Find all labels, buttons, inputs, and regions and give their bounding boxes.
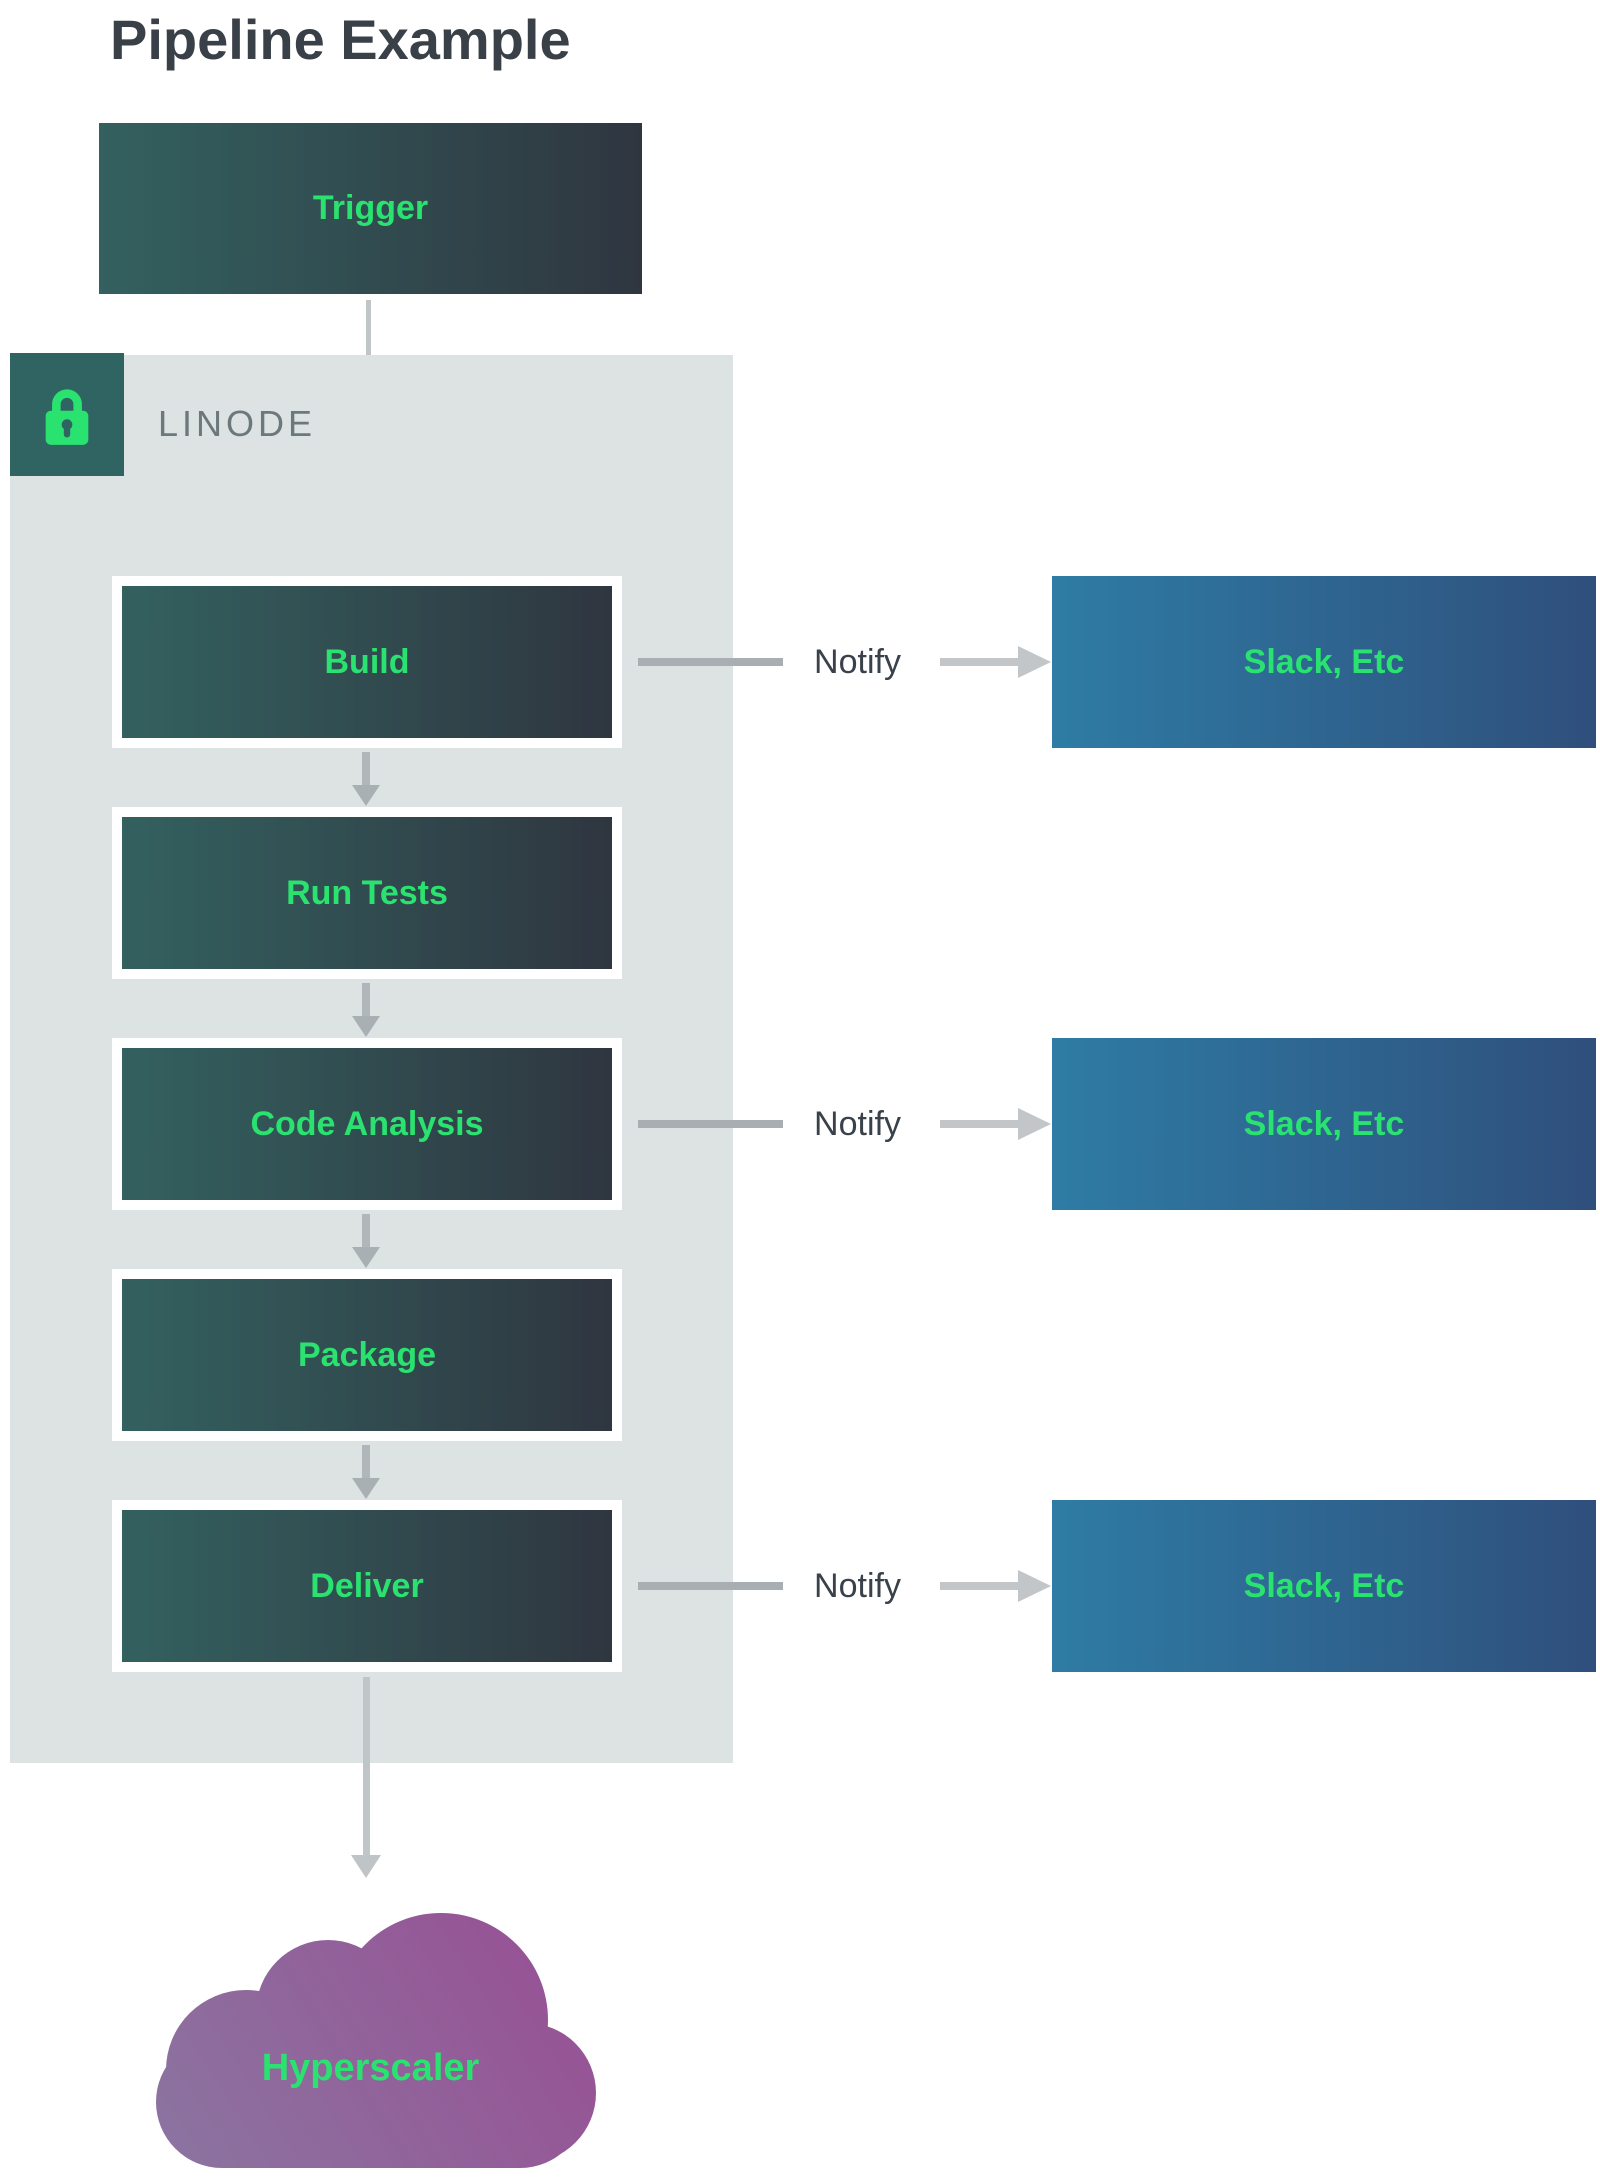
notify-label: Notify [814, 1105, 901, 1143]
arrow-down-head-icon [352, 785, 380, 806]
notify-connector-line [638, 658, 783, 666]
arrow-down-head-icon [351, 1855, 381, 1878]
arrow-down-icon [362, 1445, 370, 1478]
trigger-label: Trigger [312, 189, 429, 227]
notify-connector-line [638, 1582, 783, 1590]
notify-label: Notify [814, 1567, 901, 1605]
stage-label: Run Tests [286, 873, 448, 912]
lock-icon [45, 388, 89, 445]
arrow-down-icon [362, 1214, 370, 1247]
notify-target-label: Slack, Etc [1243, 1104, 1405, 1143]
cloud-icon [156, 1913, 596, 2168]
notify-target-label: Slack, Etc [1243, 642, 1405, 681]
notify-target-box: Slack, Etc [1052, 1500, 1596, 1672]
stage-label: Code Analysis [250, 1104, 484, 1143]
arrow-right-icon [940, 658, 1018, 666]
stage-label: Deliver [310, 1566, 424, 1605]
stage-box-build: Build [112, 576, 622, 748]
trigger-box: Trigger [99, 123, 642, 294]
arrow-down-icon [362, 983, 370, 1016]
cloud-shape [138, 1888, 603, 2171]
arrow-down-icon [363, 1677, 370, 1855]
notify-target-label: Slack, Etc [1243, 1566, 1405, 1605]
stage-box-run-tests: Run Tests [112, 807, 622, 979]
arrow-right-icon [940, 1582, 1018, 1590]
notify-label: Notify [814, 643, 901, 681]
stage-box-package: Package [112, 1269, 622, 1441]
notify-connector-line [638, 1120, 783, 1128]
arrow-right-icon [940, 1120, 1018, 1128]
cloud-label: Hyperscaler [261, 2047, 480, 2089]
stage-label: Package [298, 1335, 436, 1374]
notify-target-box: Slack, Etc [1052, 576, 1596, 748]
provider-label: LINODE [158, 403, 317, 444]
stage-label: Build [324, 642, 410, 681]
arrow-right-head-icon [1018, 1108, 1051, 1140]
notify-target-box: Slack, Etc [1052, 1038, 1596, 1210]
arrow-down-icon [362, 752, 370, 785]
page-title: Pipeline Example [110, 8, 571, 71]
stage-box-deliver: Deliver [112, 1500, 622, 1672]
arrow-right-head-icon [1018, 1570, 1051, 1602]
arrow-down-head-icon [352, 1247, 380, 1268]
arrow-down-head-icon [352, 1016, 380, 1037]
stage-box-code-analysis: Code Analysis [112, 1038, 622, 1210]
arrow-right-head-icon [1018, 646, 1051, 678]
lock-badge [10, 353, 124, 476]
arrow-down-head-icon [352, 1478, 380, 1499]
